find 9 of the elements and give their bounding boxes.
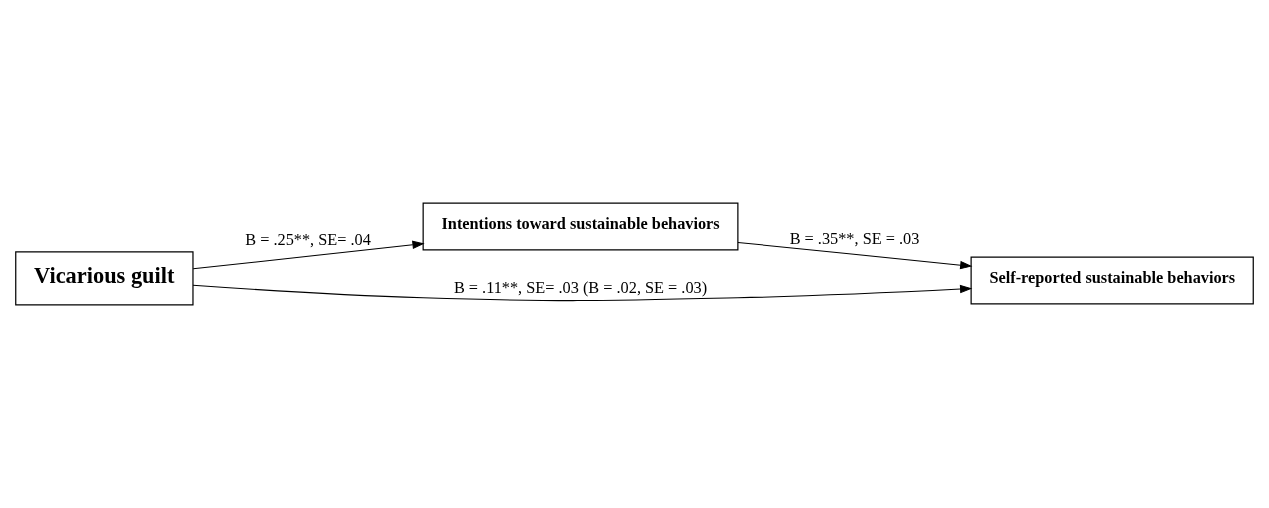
node-box: Vicarious guilt — [15, 251, 194, 306]
arrow — [737, 241, 973, 270]
edge-label: B = .25**, SE= .04 — [245, 229, 371, 249]
edge-label: B = .11**, SE= .03 (B = .02, SE = .03) — [453, 277, 708, 297]
node-box: Intentions toward sustainable behaviors — [422, 202, 739, 251]
arrow — [192, 284, 973, 302]
edge-label: B = .35**, SE = .03 — [789, 228, 920, 248]
arrow — [192, 240, 425, 270]
node-box: Self-reported sustainable behaviors — [970, 256, 1254, 305]
